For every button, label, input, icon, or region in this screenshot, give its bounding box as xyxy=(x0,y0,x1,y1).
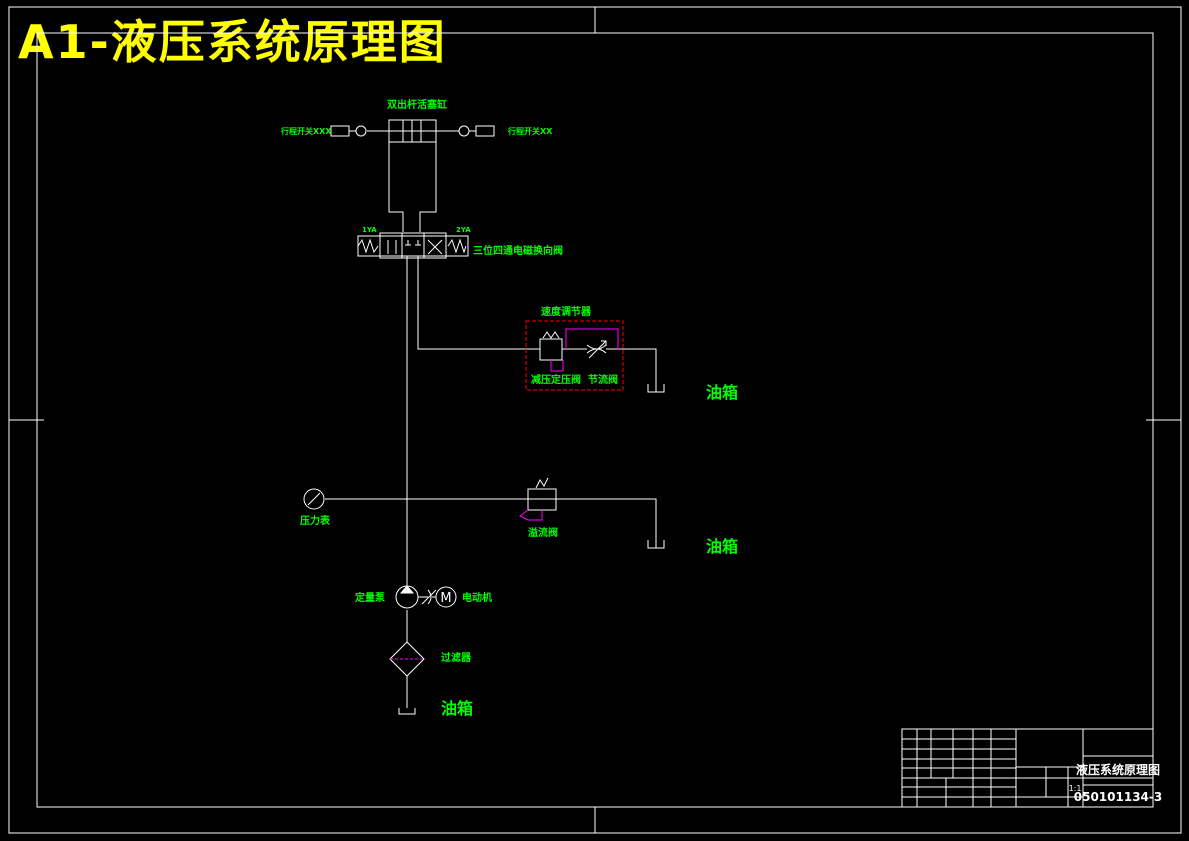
reducing-valve xyxy=(539,331,563,361)
hydraulic-lines xyxy=(325,256,657,708)
label-tank-2: 油箱 xyxy=(706,537,738,556)
title-block xyxy=(901,728,1154,808)
label-speed-regulator: 速度调节器 xyxy=(541,305,592,318)
limit-switch-left xyxy=(330,125,367,137)
label-sol-b: 2YA xyxy=(456,226,471,234)
label-sol-a: 1YA xyxy=(362,226,377,234)
relief-pilot-line xyxy=(519,509,543,521)
label-dir-valve: 三位四通电磁换向阀 xyxy=(473,244,563,257)
label-motor: 电动机 xyxy=(462,591,492,604)
directional-valve xyxy=(357,232,469,259)
drawing-title: A1-液压系统原理图 xyxy=(18,15,447,69)
title-block-drawing-no: 050101134-3 xyxy=(1074,790,1162,804)
outer-border xyxy=(8,6,1182,834)
label-limit-left: 行程开关XXX xyxy=(280,126,332,136)
double-rod-cylinder xyxy=(367,119,459,232)
label-filter: 过滤器 xyxy=(441,651,472,664)
tank-symbols xyxy=(398,384,665,715)
filter xyxy=(389,641,425,677)
inner-border xyxy=(36,32,1154,808)
label-relief-valve: 溢流阀 xyxy=(528,526,558,539)
title-block-drawing-name: 液压系统原理图 xyxy=(1076,762,1160,777)
title-block-scale: 1:1 xyxy=(1069,784,1082,793)
label-limit-right: 行程开关XX xyxy=(507,126,553,136)
label-tank-1: 油箱 xyxy=(706,383,738,402)
label-cylinder: 双出杆活塞缸 xyxy=(387,98,447,111)
limit-switch-right xyxy=(458,125,495,137)
label-reducing-valve: 减压定压阀 xyxy=(531,373,581,386)
motor-symbol: M xyxy=(440,591,451,606)
throttle-valve xyxy=(586,340,607,359)
speed-regulator-boundary xyxy=(525,320,624,391)
pressure-gauge xyxy=(303,488,325,510)
fixed-pump xyxy=(395,585,437,609)
relief-valve xyxy=(527,477,557,511)
label-throttle-valve: 节流阀 xyxy=(588,373,618,386)
label-pressure-gauge: 压力表 xyxy=(300,514,331,527)
pilot-lines xyxy=(550,328,619,372)
electric-motor xyxy=(432,586,457,608)
label-pump: 定量泵 xyxy=(355,591,386,604)
label-tank-3: 油箱 xyxy=(441,699,473,718)
